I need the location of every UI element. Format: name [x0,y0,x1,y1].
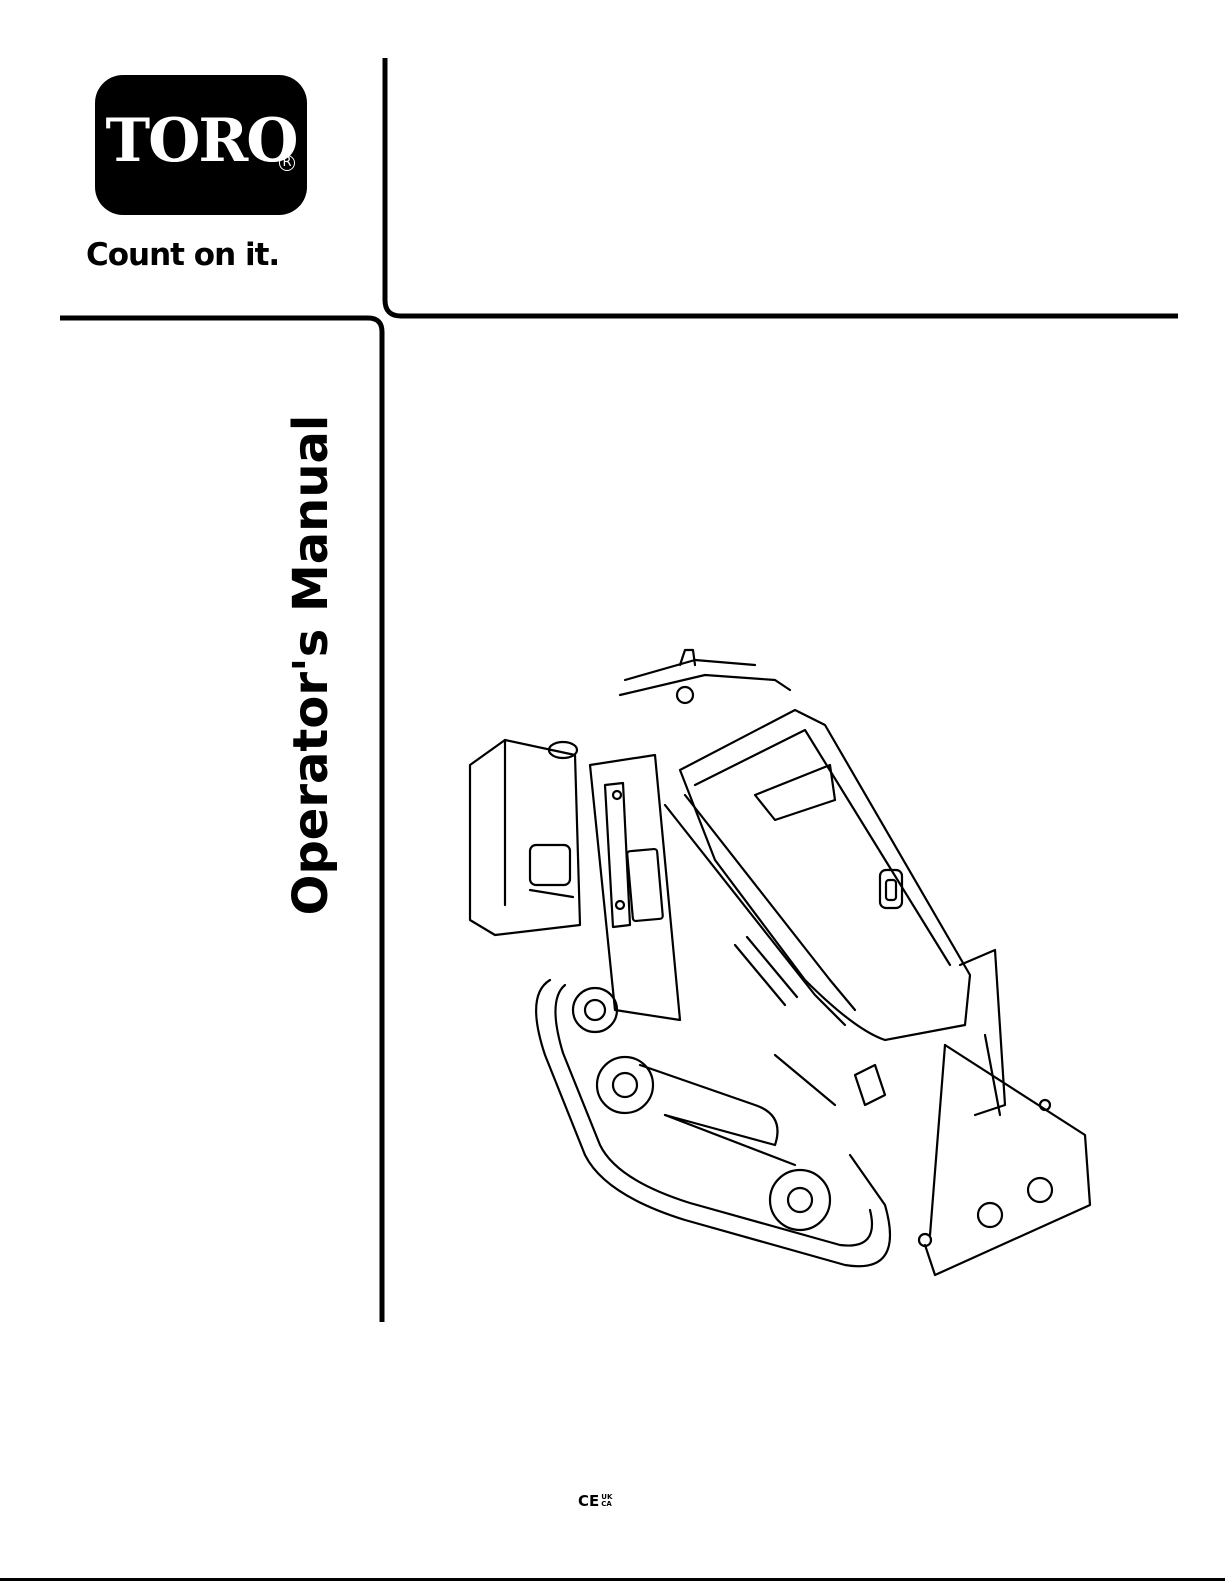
ce-ukca-certification-mark: CE UK CA [578,1492,612,1510]
ukca-mark: UK CA [601,1494,612,1508]
manual-title: Operator's Manual [281,405,341,925]
ukca-line-2: CA [601,1500,612,1508]
ce-mark-text: CE [578,1492,599,1510]
footer-rule [0,1578,1225,1581]
compact-track-loader-illustration [455,635,1105,1285]
